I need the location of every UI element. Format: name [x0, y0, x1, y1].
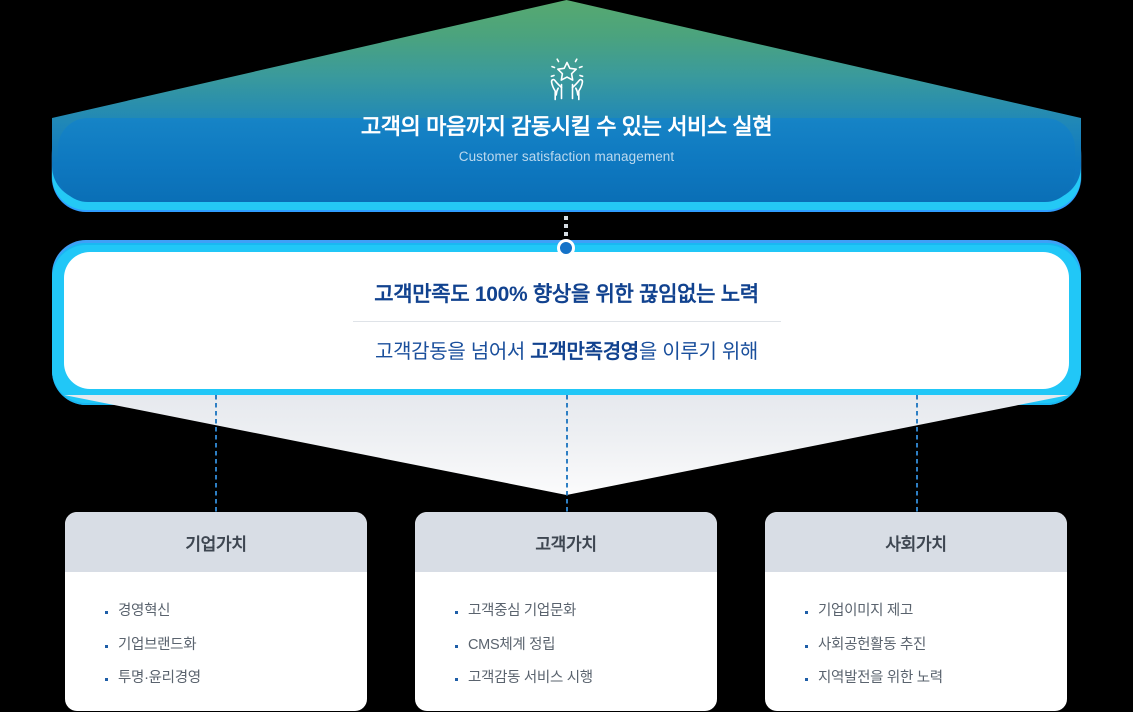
- bullet-icon: [105, 644, 108, 648]
- statement-line-2: 고객감동을 넘어서 고객만족경영을 이루기 위해: [375, 335, 758, 364]
- statement-box: 고객만족도 100% 향상을 위한 끊임없는 노력 고객감동을 넘어서 고객만족…: [0, 240, 1133, 415]
- banner-content: 고객의 마음까지 감동시킬 수 있는 서비스 실현 Customer satis…: [0, 0, 1133, 200]
- connector-node: [557, 239, 575, 257]
- vision-banner: 고객의 마음까지 감동시킬 수 있는 서비스 실현 Customer satis…: [0, 0, 1133, 215]
- banner-bar: [58, 118, 1075, 202]
- dashed-connector-left: [215, 395, 217, 515]
- card-title: 사회가치: [885, 534, 947, 554]
- value-card-social[interactable]: 사회가치 기업이미지 제고 사회공헌활동 추진 지역발전을 위한 노력: [765, 512, 1067, 711]
- bullet-icon: [805, 678, 808, 682]
- connector-dotted-line: [564, 216, 568, 250]
- bullet-icon: [455, 611, 458, 614]
- value-card-customer[interactable]: 고객가치 고객중심 기업문화 CMS체계 정립 고객감동 서비스 시행: [415, 512, 717, 711]
- card-header: 고객가치: [415, 512, 717, 572]
- list-item: 경영혁신: [105, 602, 367, 622]
- list-item-label: 기업브랜드화: [118, 636, 197, 653]
- list-item: 고객감동 서비스 시행: [455, 669, 717, 689]
- bullet-icon: [455, 644, 458, 648]
- list-item: 투명·윤리경영: [105, 669, 367, 689]
- list-item-label: 투명·윤리경영: [118, 670, 201, 687]
- list-item: 사회공헌활동 추진: [805, 636, 1067, 656]
- statement-line-2-prefix: 고객감동을 넘어서: [374, 340, 531, 363]
- card-title: 기업가치: [185, 534, 247, 554]
- dashed-connector-right: [916, 395, 918, 515]
- statement-line-2-emphasis: 고객만족경영: [530, 340, 639, 363]
- bullet-icon: [105, 611, 108, 614]
- list-item-label: 경영혁신: [118, 603, 171, 619]
- statement-line-2-suffix: 을 이루기 위해: [638, 340, 759, 363]
- card-header: 기업가치: [65, 512, 367, 572]
- list-item: 지역발전을 위한 노력: [805, 669, 1067, 689]
- list-item-label: 고객감동 서비스 시행: [468, 670, 593, 687]
- value-cards: 기업가치 경영혁신 기업브랜드화 투명·윤리경영 고객가치: [0, 512, 1133, 712]
- list-item-label: 기업이미지 제고: [818, 603, 914, 619]
- dashed-connector-center: [566, 395, 568, 515]
- banner-subtitle: Customer satisfaction management: [458, 149, 675, 165]
- list-item: CMS체계 정립: [455, 636, 717, 656]
- list-item-label: 고객중심 기업문화: [468, 603, 577, 619]
- list-item: 기업이미지 제고: [805, 602, 1067, 622]
- card-body: 고객중심 기업문화 CMS체계 정립 고객감동 서비스 시행: [415, 572, 717, 689]
- card-body: 경영혁신 기업브랜드화 투명·윤리경영: [65, 572, 367, 689]
- list-item: 기업브랜드화: [105, 636, 367, 656]
- list-item-label: 사회공헌활동 추진: [818, 636, 927, 653]
- bullet-icon: [105, 678, 108, 682]
- statement-line-1: 고객만족도 100% 향상을 위한 끊임없는 노력: [374, 282, 759, 306]
- list-item: 고객중심 기업문화: [455, 602, 717, 622]
- bullet-icon: [455, 678, 458, 682]
- card-header: 사회가치: [765, 512, 1067, 572]
- card-title: 고객가치: [535, 534, 597, 554]
- statement-divider: [352, 320, 781, 322]
- list-item-label: CMS체계 정립: [468, 636, 556, 653]
- list-item-label: 지역발전을 위한 노력: [818, 670, 943, 687]
- hands-holding-star-icon: [539, 54, 595, 104]
- card-body: 기업이미지 제고 사회공헌활동 추진 지역발전을 위한 노력: [765, 572, 1067, 689]
- banner-title: 고객의 마음까지 감동시킬 수 있는 서비스 실현: [360, 114, 773, 139]
- value-card-corporate[interactable]: 기업가치 경영혁신 기업브랜드화 투명·윤리경영: [65, 512, 367, 711]
- statement-box-inner: 고객만족도 100% 향상을 위한 끊임없는 노력 고객감동을 넘어서 고객만족…: [64, 252, 1069, 389]
- bullet-icon: [805, 644, 808, 648]
- bullet-icon: [805, 611, 808, 614]
